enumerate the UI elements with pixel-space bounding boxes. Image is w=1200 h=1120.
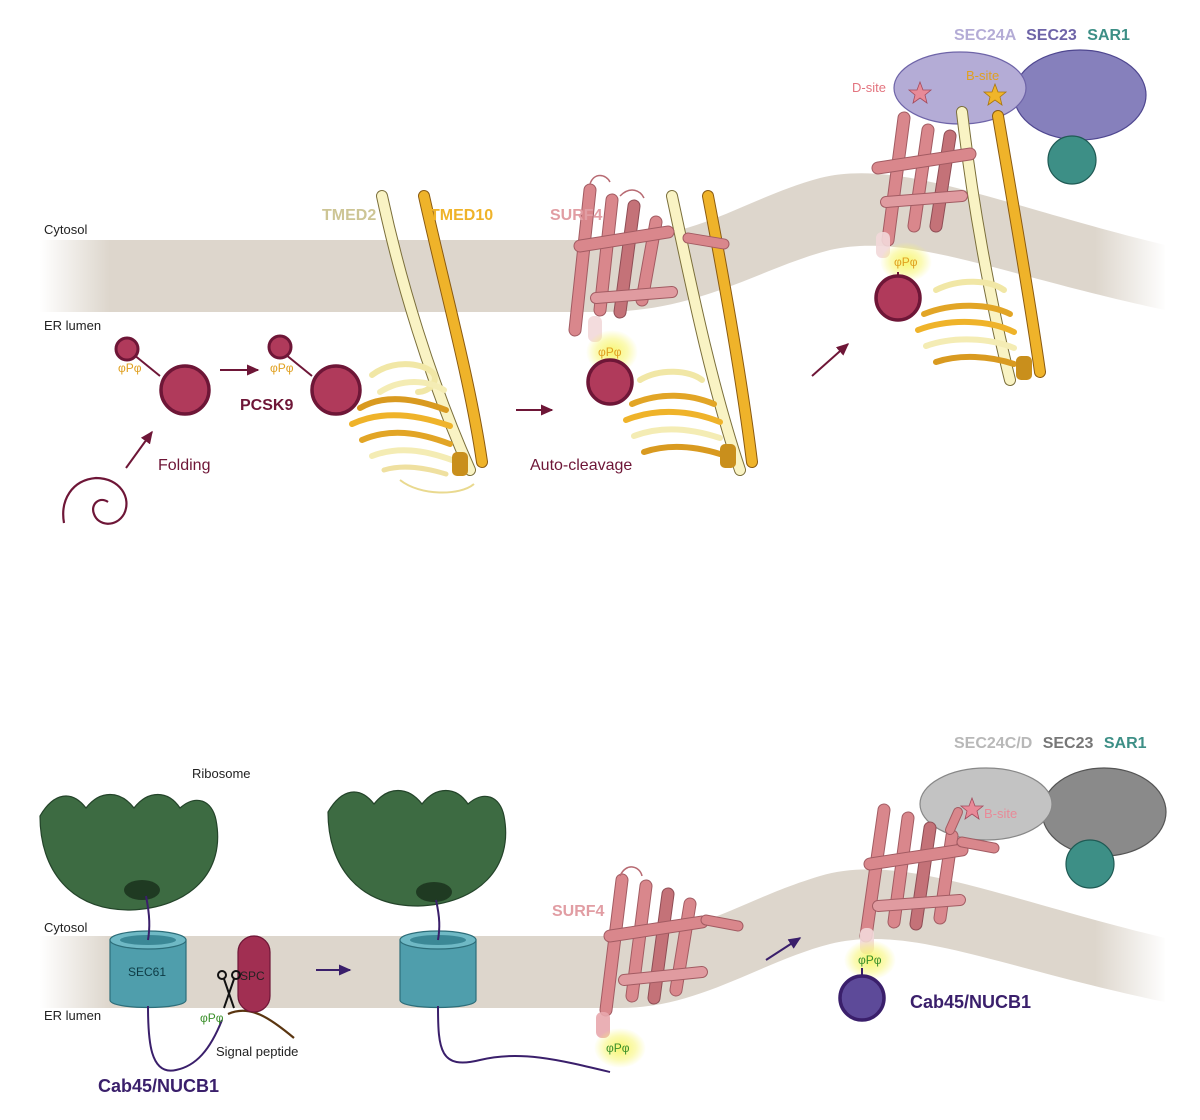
b-site-label-top: B-site	[966, 68, 999, 83]
sec23-blob-top	[1013, 49, 1147, 141]
surf4-goldd-domain-1	[623, 368, 736, 468]
ribosome-label: Ribosome	[192, 766, 251, 781]
cab45-label-bottom-right: Cab45/NUCB1	[910, 992, 1031, 1012]
sar1-blob-bottom	[1065, 839, 1115, 889]
signal-peptide-strand	[227, 1009, 295, 1039]
b-site-label-bottom: B-site	[984, 806, 1017, 821]
tmed-goldd-domain-1	[349, 361, 475, 494]
top-panel: Cytosol ER lumen Folding φPφ φPφ PCSK9	[40, 27, 1167, 525]
surf4-complex-4: φPφ	[838, 803, 1000, 1022]
pcsk9-label: PCSK9	[240, 397, 293, 414]
sar1-label-bottom: SAR1	[1104, 735, 1147, 752]
tmed-complex-1	[349, 190, 488, 494]
ribosome-2	[327, 790, 507, 907]
copii-label-bottom: SEC24C/D SEC23 SAR1	[954, 735, 1147, 752]
surf4-helices-2	[871, 111, 977, 258]
cytosol-label-bottom: Cytosol	[44, 920, 87, 935]
er-lumen-label-bottom: ER lumen	[44, 1008, 101, 1023]
sec61-channel-1	[109, 895, 187, 1009]
pcsk9-folded-2: φPφ	[267, 334, 362, 416]
b-site-star-bottom	[959, 796, 985, 820]
signal-peptide-label: Signal peptide	[216, 1044, 298, 1059]
cab45-label-bottom-left: Cab45/NUCB1	[98, 1076, 219, 1096]
motif-label-1: φPφ	[118, 361, 142, 375]
nascent-chain-1	[147, 1005, 223, 1072]
export-arrow-bottom	[765, 937, 802, 961]
tmed2-label: TMED2	[322, 207, 376, 224]
motif-label-2: φPφ	[270, 361, 294, 375]
unfolded-spiral	[62, 476, 128, 525]
sar1-label-top: SAR1	[1087, 27, 1130, 44]
surf4-complex-2: φPφ	[871, 106, 1046, 386]
export-arrow-top	[811, 343, 850, 377]
d-site-label-top: D-site	[852, 80, 886, 95]
ribosome-1	[39, 794, 219, 911]
auto-cleavage-label: Auto-cleavage	[530, 457, 632, 474]
pcsk9-bound-1	[586, 358, 634, 406]
spc-complex	[237, 935, 271, 1013]
copii-coat-top	[893, 49, 1147, 185]
sec23-blob-bottom	[1041, 767, 1167, 857]
sec61-channel-2	[399, 899, 477, 1009]
motif-label-b2: φPφ	[606, 1041, 630, 1055]
er-lumen-label-top: ER lumen	[44, 318, 101, 333]
scissors-icon	[217, 970, 241, 1009]
b-site-star-top	[982, 82, 1008, 106]
sec24cd-blob-bottom	[919, 767, 1053, 841]
sec23-label-top: SEC23	[1026, 27, 1077, 44]
sec24a-label: SEC24A	[954, 27, 1017, 44]
surf4-label-top: SURF4	[550, 207, 603, 224]
folding-arrow	[125, 430, 153, 469]
surf4-label-bottom: SURF4	[552, 903, 605, 920]
surf4-complex-1: φPφ	[568, 174, 758, 476]
spc-label: SPC	[240, 969, 265, 983]
nascent-chain-2	[437, 1005, 611, 1073]
motif-label-b1: φPφ	[200, 1011, 224, 1025]
motif-label-4: φPφ	[894, 255, 918, 269]
folding-label: Folding	[158, 457, 210, 474]
d-site-star-top	[907, 80, 933, 104]
surf4-goldd-domain-2	[915, 278, 1032, 380]
motif-label-3: φPφ	[598, 345, 622, 359]
pcsk9-bound-2	[874, 274, 922, 322]
motif-label-b3: φPφ	[858, 953, 882, 967]
cab45-bound	[838, 974, 886, 1022]
surf4-helices-1	[568, 174, 730, 342]
sar1-blob-top	[1047, 135, 1097, 185]
tmed10-label: TMED10	[430, 207, 493, 224]
sec23-label-bottom: SEC23	[1043, 735, 1094, 752]
sec61-label: SEC61	[128, 965, 166, 979]
sec24cd-label: SEC24C/D	[954, 735, 1032, 752]
bottom-panel: Cytosol ER lumen Ribosome SEC61 φPφ Sign…	[39, 735, 1167, 1096]
surf4-complex-3: φPφ	[594, 866, 744, 1068]
pcsk9-folded-1: φPφ	[114, 336, 211, 416]
cytosol-label-top: Cytosol	[44, 222, 87, 237]
copii-label-top: SEC24A SEC23 SAR1	[954, 27, 1130, 44]
